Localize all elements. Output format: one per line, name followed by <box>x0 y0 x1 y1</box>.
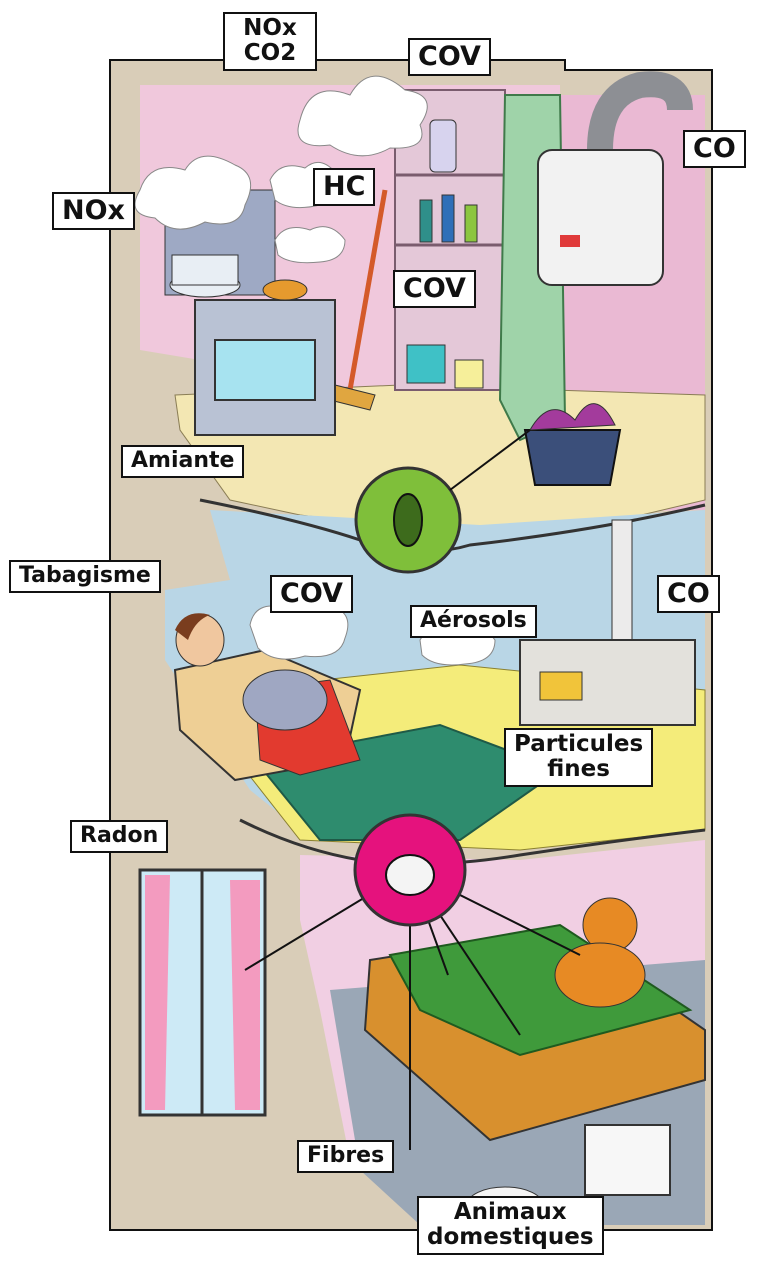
label-cov-living: COV <box>270 575 353 613</box>
oven-window <box>215 340 315 400</box>
water-heater <box>538 150 663 285</box>
label-nox-co2-line1: NOx <box>233 16 307 41</box>
bucket <box>407 345 445 383</box>
suitcase <box>585 1125 670 1195</box>
label-fibres: Fibres <box>297 1140 394 1173</box>
label-co-right: CO <box>657 575 720 613</box>
stacked-plates-body <box>172 255 238 285</box>
paint-pot <box>455 360 483 388</box>
label-hc: HC <box>313 168 375 206</box>
label-radon: Radon <box>70 820 168 853</box>
label-animaux-domestiques-line2: domestiques <box>427 1225 594 1250</box>
insect-icon <box>394 494 422 546</box>
label-co-top: CO <box>683 130 746 168</box>
label-nox-co2: NOx CO2 <box>223 12 317 71</box>
wood-stove-door <box>540 672 582 700</box>
label-cov-middle: COV <box>393 270 476 308</box>
bottle <box>420 200 432 242</box>
label-nox-co2-line2: CO2 <box>233 41 307 66</box>
trash-bin <box>525 430 620 485</box>
stove-pipe <box>612 520 632 640</box>
mite-icon <box>386 855 434 895</box>
smoke-cloud <box>275 227 345 263</box>
teddy-bear-body <box>555 943 645 1007</box>
label-particules-fines: Particules fines <box>504 728 653 787</box>
heater-display <box>560 235 580 247</box>
cat <box>243 670 327 730</box>
label-nox-left: NOx <box>52 192 135 230</box>
label-animaux-domestiques-line1: Animaux <box>427 1200 594 1225</box>
bottle <box>465 205 477 242</box>
saucepan <box>263 280 307 300</box>
detergent-bottle <box>430 120 456 172</box>
label-amiante: Amiante <box>121 445 244 478</box>
label-tabagisme: Tabagisme <box>9 560 161 593</box>
label-particules-fines-line1: Particules <box>514 732 643 757</box>
bottle <box>442 195 454 242</box>
label-aerosols: Aérosols <box>410 605 537 638</box>
pink-curtain <box>230 880 260 1110</box>
label-cov-top: COV <box>408 38 491 76</box>
label-particules-fines-line2: fines <box>514 757 643 782</box>
label-animaux-domestiques: Animaux domestiques <box>417 1196 604 1255</box>
